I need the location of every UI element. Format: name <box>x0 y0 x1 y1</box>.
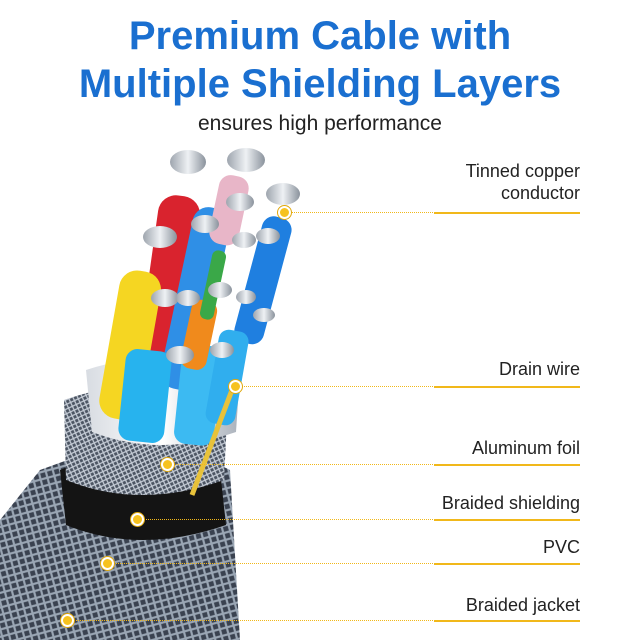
callout-marker-dot <box>131 513 144 526</box>
callout-marker-dot <box>101 557 114 570</box>
wire-yellow <box>99 270 161 420</box>
callout-label-line: conductor <box>500 183 580 203</box>
callout-pvc: PVC <box>543 536 580 558</box>
callout-underline <box>434 386 580 388</box>
wire-pink <box>209 175 249 246</box>
callout-braided-jacket: Braided jacket <box>466 594 580 616</box>
callout-leader-line <box>240 386 435 387</box>
callout-drain-wire: Drain wire <box>499 358 580 380</box>
headline-line-1: Premium Cable with <box>128 14 512 58</box>
callout-leader-line <box>72 620 435 621</box>
callout-leader-line <box>289 212 435 213</box>
callout-underline <box>434 464 580 466</box>
callout-underline <box>434 563 580 565</box>
callout-aluminum-foil: Aluminum foil <box>472 437 580 459</box>
callout-braided-shielding: Braided shielding <box>442 492 580 514</box>
callout-label-line: Braided shielding <box>441 493 580 513</box>
callout-leader-line <box>142 519 435 520</box>
callout-label-line: Drain wire <box>498 359 580 379</box>
headline: Premium Cable with Multiple Shielding La… <box>0 12 640 108</box>
callout-underline <box>434 212 580 214</box>
callout-marker-dot <box>278 206 291 219</box>
wire-cyan-front <box>118 349 172 443</box>
conductor-tips <box>143 148 300 364</box>
headline-line-2: Multiple Shielding Layers <box>78 62 562 106</box>
callout-marker-dot <box>61 614 74 627</box>
callout-leader-line <box>112 563 435 564</box>
callout-label-line: PVC <box>542 537 580 557</box>
callout-label-line: Braided jacket <box>465 595 580 615</box>
callout-tinned-copper-conductor: Tinned copper conductor <box>466 160 580 204</box>
wire-blue-right <box>234 216 292 345</box>
callout-marker-dot <box>161 458 174 471</box>
callout-underline <box>434 519 580 521</box>
subtitle: ensures high performance <box>198 112 442 135</box>
callout-label-line: Tinned copper <box>465 161 580 181</box>
callout-label-line: Aluminum foil <box>471 438 580 458</box>
callout-underline <box>434 620 580 622</box>
drain-wire <box>189 389 235 496</box>
callout-leader-line <box>172 464 435 465</box>
callout-marker-dot <box>229 380 242 393</box>
